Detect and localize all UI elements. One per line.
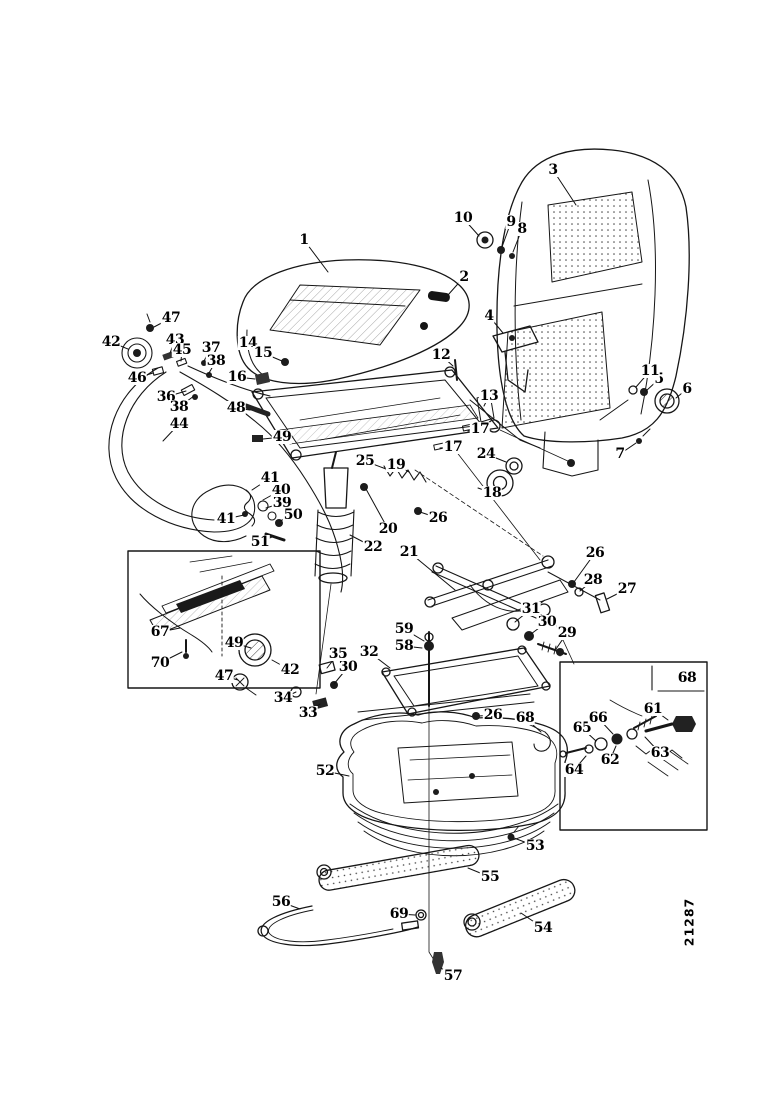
construction-lines	[414, 429, 575, 665]
seat-rails	[316, 844, 576, 938]
drawing-number: 21287	[681, 897, 697, 947]
seat-cushion	[236, 259, 470, 385]
scissor-linkage	[424, 555, 611, 657]
wire-frame	[257, 905, 444, 974]
center-post	[424, 631, 435, 961]
seat-pan	[336, 693, 568, 857]
backrest-bolts	[476, 231, 515, 259]
recliner-bracket	[492, 325, 539, 393]
back-pivot-hardware	[628, 385, 680, 444]
right-inset	[559, 661, 708, 831]
seat-back	[496, 148, 690, 477]
left-inset	[127, 550, 321, 696]
shock-absorber	[314, 451, 355, 695]
